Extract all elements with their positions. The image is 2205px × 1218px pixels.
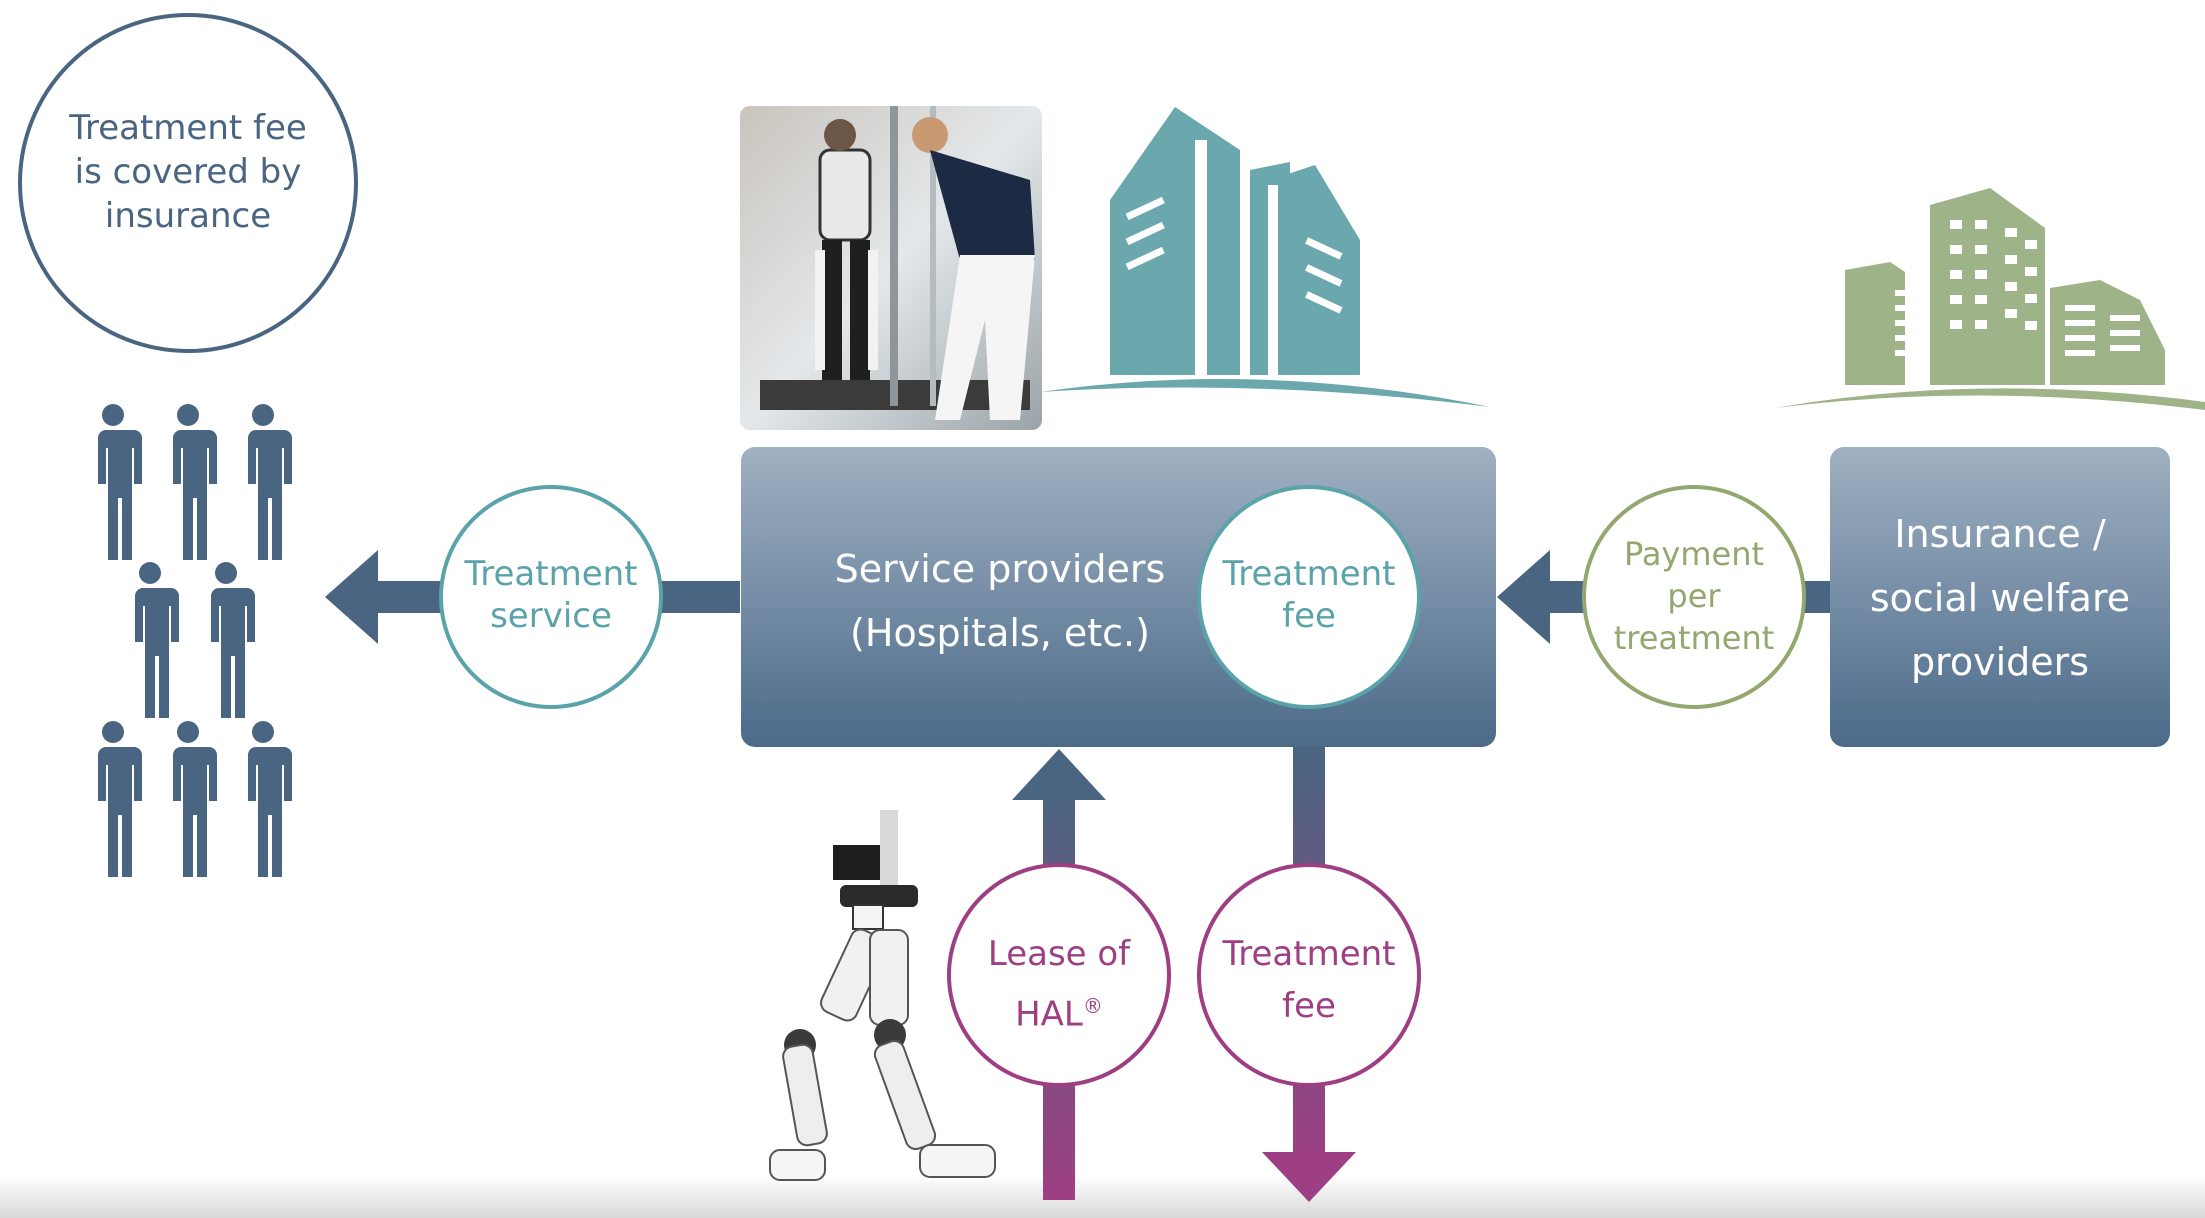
insurer-line-2: social welfare xyxy=(1869,576,2131,620)
service-provider-line-2: (Hospitals, etc.) xyxy=(850,611,1150,655)
lease-line-2: HAL® xyxy=(959,980,1159,1040)
treatment-service-line-1: Treatment xyxy=(464,554,638,594)
treatment-service-circle xyxy=(439,485,663,709)
treatment-service-label: Treatment service xyxy=(451,553,651,637)
treatment-service-line-2: service xyxy=(490,596,612,636)
hospital-building-icon xyxy=(1040,107,1490,407)
treatment-fee-bottom-label: Treatment fee xyxy=(1209,928,1409,1032)
payment-circle xyxy=(1582,485,1806,709)
treatment-fee-inner-label: Treatment fee xyxy=(1209,553,1409,637)
insurer-line-1: Insurance / xyxy=(1894,512,2106,556)
people-icon xyxy=(92,404,292,877)
insurance-building-icon xyxy=(1775,188,2205,410)
registered-mark: ® xyxy=(1082,994,1103,1018)
lease-label: Lease of HAL® xyxy=(959,928,1159,1040)
treatment-fee-bottom-circle xyxy=(1197,863,1421,1087)
treatment-fee-inner-line-2: fee xyxy=(1282,596,1336,636)
payment-line-1: Payment xyxy=(1623,535,1765,573)
insurer-line-3: providers xyxy=(1910,640,2090,684)
lease-hal: HAL xyxy=(1015,994,1083,1035)
lease-line-1: Lease of xyxy=(987,934,1131,974)
service-provider-line-1: Service providers xyxy=(834,547,1166,591)
insurance-note-circle xyxy=(18,13,358,353)
payment-line-2: per xyxy=(1667,577,1721,615)
insurance-note-line-2: is covered by xyxy=(74,152,302,193)
floor-shadow xyxy=(0,1175,2205,1218)
insurer-box xyxy=(1830,447,2170,747)
insurance-note-line-1: Treatment fee xyxy=(69,108,307,148)
rehab-photo xyxy=(740,106,1042,430)
payment-label: Payment per treatment xyxy=(1594,533,1794,659)
hal-robot-suit xyxy=(769,810,996,1181)
service-provider-label: Service providers (Hospitals, etc.) xyxy=(790,537,1210,665)
insurer-label: Insurance / social welfare providers xyxy=(1830,502,2170,694)
payment-line-3: treatment xyxy=(1613,619,1775,657)
treatment-fee-bottom-line-2: fee xyxy=(1282,986,1336,1026)
insurance-note-line-3: insurance xyxy=(104,196,272,237)
lease-circle xyxy=(947,863,1171,1087)
treatment-fee-inner-circle xyxy=(1197,485,1421,709)
treatment-fee-inner-line-1: Treatment xyxy=(1222,554,1396,594)
insurance-note-text: Treatment fee is covered by insurance xyxy=(38,106,338,239)
treatment-fee-bottom-line-1: Treatment xyxy=(1222,934,1396,974)
